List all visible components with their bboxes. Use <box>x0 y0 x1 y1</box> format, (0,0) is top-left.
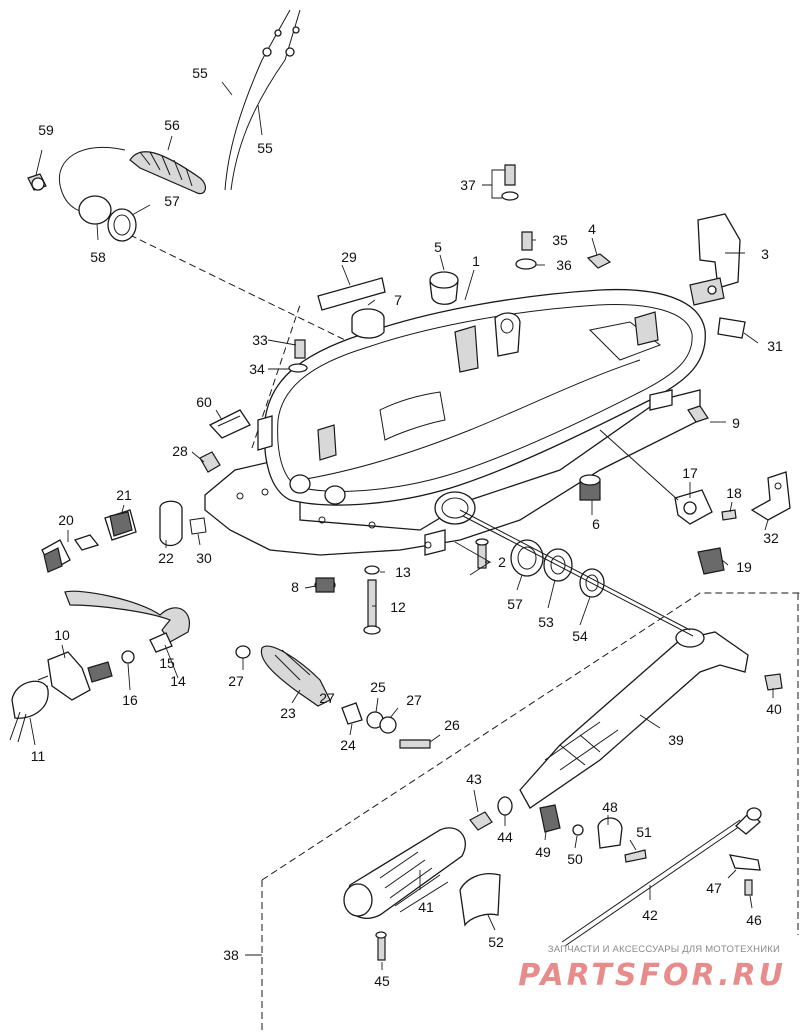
throttle-grip <box>343 827 466 920</box>
friction-sleeve <box>459 873 501 927</box>
callout-1: 1 <box>472 253 480 269</box>
callout-47: 47 <box>706 880 722 896</box>
callout-41: 41 <box>418 899 434 915</box>
tiller-small-parts <box>375 673 783 961</box>
callout-59: 59 <box>38 122 54 138</box>
callout-42: 42 <box>642 907 658 923</box>
top-small-parts <box>199 164 537 473</box>
callout-labels: 1 2 3 4 5 6 7 8 9 10 11 12 13 14 15 16 1… <box>31 65 783 989</box>
callout-26: 26 <box>444 717 460 733</box>
lower-small-parts <box>235 474 694 749</box>
callout-40: 40 <box>766 701 782 717</box>
callout-39: 39 <box>668 732 684 748</box>
callout-57a: 57 <box>164 193 180 209</box>
callout-44: 44 <box>497 829 513 845</box>
callout-33: 33 <box>252 332 268 348</box>
watermark-caption: ЗАПЧАСТИ И АКСЕССУАРЫ ДЛЯ МОТОТЕХНИКИ <box>548 944 780 955</box>
callout-5: 5 <box>434 239 442 255</box>
callout-29: 29 <box>341 249 357 265</box>
callout-9: 9 <box>732 415 740 431</box>
callout-37: 37 <box>460 177 476 193</box>
callout-51: 51 <box>636 824 652 840</box>
cap-19 <box>697 547 725 575</box>
callout-52: 52 <box>488 934 504 950</box>
callout-45: 45 <box>374 973 390 989</box>
callout-54: 54 <box>572 628 588 644</box>
callout-13: 13 <box>395 564 411 580</box>
leader-lines <box>29 81 774 970</box>
fuel-connector-17 <box>599 429 713 525</box>
callout-24: 24 <box>340 737 356 753</box>
fitting-9 <box>687 405 709 423</box>
callout-60: 60 <box>196 394 212 410</box>
callout-22: 22 <box>158 550 174 566</box>
tiller-arm <box>519 628 749 809</box>
callout-55b: 55 <box>257 140 273 156</box>
callout-19: 19 <box>736 559 752 575</box>
callout-12: 12 <box>390 599 406 615</box>
callout-43: 43 <box>466 771 482 787</box>
callout-14: 14 <box>170 673 186 689</box>
callout-18: 18 <box>726 485 742 501</box>
tiller-group-outline <box>261 592 800 1030</box>
callout-6: 6 <box>592 516 600 532</box>
left-small-parts <box>9 500 207 743</box>
bolt-4 <box>586 253 612 269</box>
callout-11: 11 <box>31 748 46 764</box>
callout-8: 8 <box>291 579 299 595</box>
callout-15: 15 <box>159 655 175 671</box>
callout-20: 20 <box>58 512 74 528</box>
label-31 <box>717 317 746 339</box>
callout-46: 46 <box>746 912 762 928</box>
callout-23: 23 <box>280 705 296 721</box>
callout-32: 32 <box>763 530 779 546</box>
callout-17: 17 <box>682 465 698 481</box>
callout-21: 21 <box>116 487 132 503</box>
callout-58: 58 <box>90 249 106 265</box>
callout-56: 56 <box>164 117 180 133</box>
screw-18 <box>721 509 737 521</box>
callout-28: 28 <box>172 443 188 459</box>
callout-50: 50 <box>567 851 583 867</box>
callout-49: 49 <box>535 844 551 860</box>
callout-31: 31 <box>767 338 783 354</box>
callout-16: 16 <box>122 692 138 708</box>
callout-34: 34 <box>249 361 265 377</box>
callout-53: 53 <box>538 614 554 630</box>
callout-27c: 27 <box>406 692 422 708</box>
watermark-brand: PARTSFOR.RU <box>518 958 786 993</box>
callout-25: 25 <box>370 679 386 695</box>
callout-38: 38 <box>223 947 239 963</box>
callout-10: 10 <box>54 627 70 643</box>
throttle-shaft <box>561 807 762 947</box>
callout-57b: 57 <box>507 596 523 612</box>
callout-48: 48 <box>602 799 618 815</box>
callout-30: 30 <box>196 550 212 566</box>
callout-3: 3 <box>761 246 769 262</box>
callout-35: 35 <box>552 232 568 248</box>
cable-assembly <box>27 9 301 242</box>
callout-4: 4 <box>588 221 596 237</box>
callout-27a: 27 <box>228 673 244 689</box>
watermark: ЗАПЧАСТИ И АКСЕССУАРЫ ДЛЯ МОТОТЕХНИКИ PA… <box>518 944 786 993</box>
callout-55a: 55 <box>192 65 208 81</box>
bracket-32 <box>750 471 791 521</box>
callout-27b: 27 <box>319 690 335 706</box>
bottom-cowling <box>204 288 706 556</box>
callout-7: 7 <box>394 292 402 308</box>
callout-36: 36 <box>556 257 572 273</box>
callout-2: 2 <box>498 554 506 570</box>
cowl-latch <box>689 213 741 306</box>
